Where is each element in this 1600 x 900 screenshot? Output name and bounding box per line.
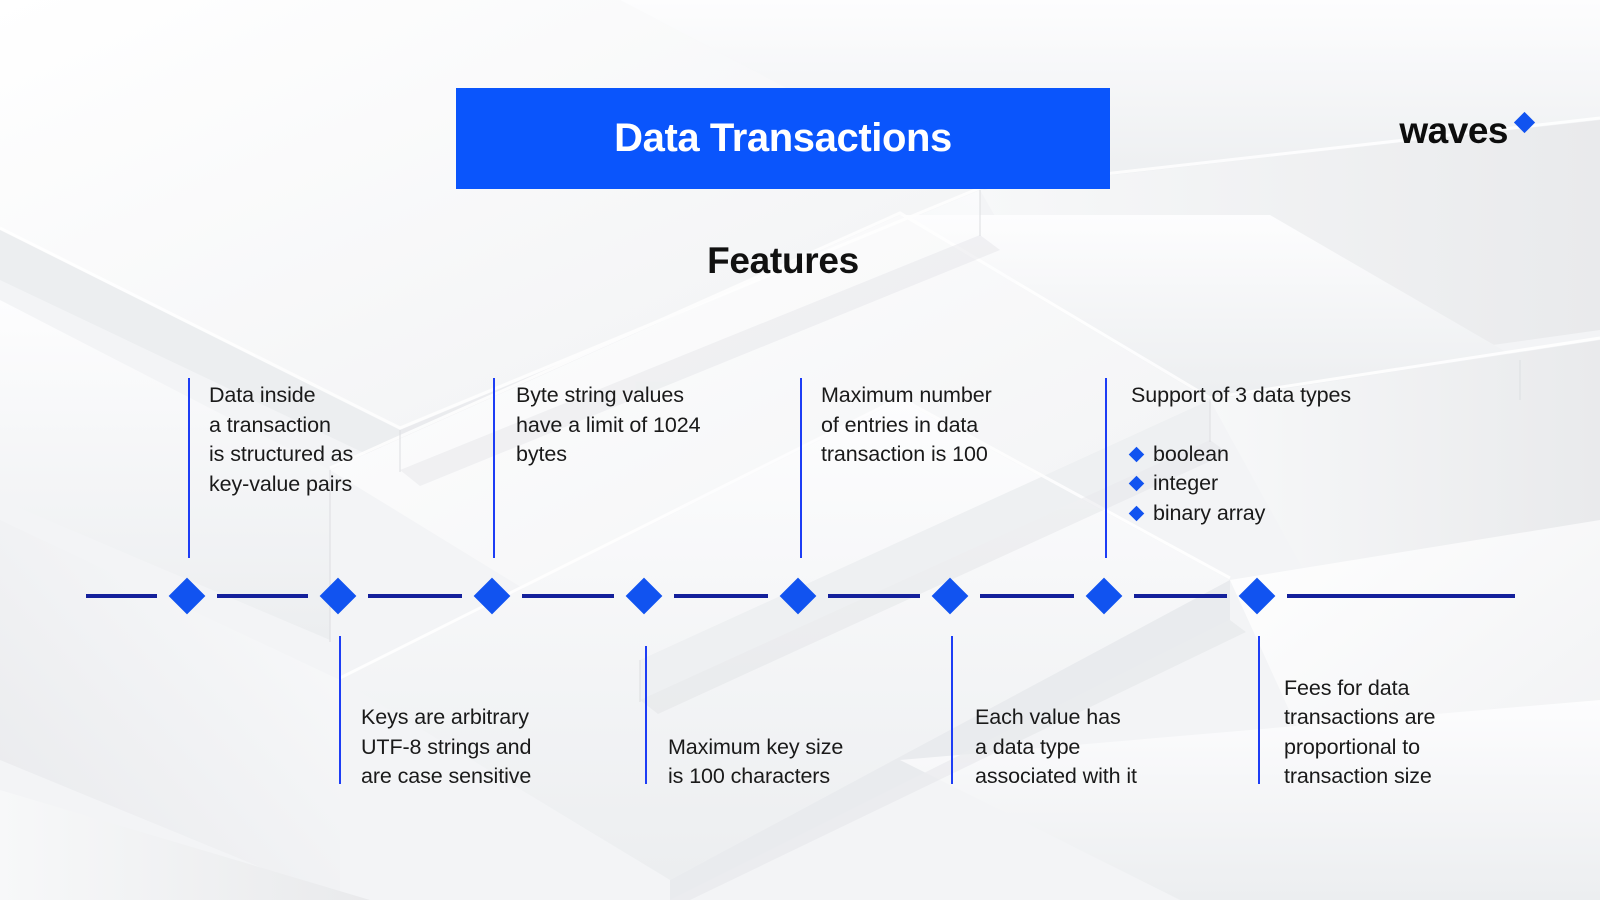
callout-max-entries: Maximum number of entries in data transact… bbox=[821, 381, 992, 470]
timeline-axis-segment bbox=[980, 594, 1074, 598]
timeline-node-diamond-icon[interactable] bbox=[319, 577, 357, 615]
callout-text-line: associated with it bbox=[975, 764, 1137, 789]
callout-text-line: Keys are arbitrary bbox=[361, 705, 529, 730]
bullet-label: integer bbox=[1153, 471, 1219, 496]
callout-text-line: Maximum number bbox=[821, 383, 992, 407]
callout-text-line: is 100 characters bbox=[668, 764, 831, 789]
callout-text-line: Fees for data bbox=[1284, 675, 1410, 700]
timeline-node-diamond-icon[interactable] bbox=[1085, 577, 1123, 615]
timeline-axis-segment bbox=[674, 594, 768, 598]
callout-connector-line bbox=[1258, 636, 1260, 784]
brand-logo: waves bbox=[1399, 110, 1536, 151]
callout-byte-string-limit: Byte string values have a limit of 1024 by… bbox=[516, 381, 701, 470]
callout-text-line: Support of 3 data types bbox=[1131, 383, 1352, 407]
callout-connector-line bbox=[951, 636, 953, 784]
logo-wordmark: waves bbox=[1399, 110, 1508, 151]
callout-data-types: Support of 3 data types boolean integer bin… bbox=[1128, 381, 1352, 529]
timeline-node-diamond-icon[interactable] bbox=[168, 577, 206, 615]
callout-text-line: are case sensitive bbox=[361, 764, 532, 789]
timeline-node-diamond-icon[interactable] bbox=[779, 577, 817, 615]
timeline-axis-segment bbox=[217, 594, 308, 598]
timeline-axis-segment bbox=[1287, 594, 1515, 598]
callout-text-line: Byte string values bbox=[516, 383, 684, 407]
callout-text-line: key-value pairs bbox=[209, 471, 353, 496]
timeline-axis-segment bbox=[1134, 594, 1227, 598]
callout-text-line: Data inside bbox=[209, 383, 316, 407]
page-title: Data Transactions bbox=[614, 116, 952, 160]
callout-text-line: a transaction bbox=[209, 412, 331, 437]
callout-text-line: proportional to bbox=[1284, 734, 1420, 759]
callout-text-line: transaction size bbox=[1284, 764, 1432, 789]
callout-text-line: Each value has bbox=[975, 705, 1121, 730]
callout-connector-line bbox=[188, 378, 190, 558]
callout-connector-line bbox=[493, 378, 495, 558]
section-heading: Features bbox=[707, 240, 859, 281]
bullet-diamond-icon bbox=[1128, 476, 1145, 492]
timeline-node-diamond-icon[interactable] bbox=[473, 577, 511, 615]
callout-text-line: a data type bbox=[975, 734, 1081, 759]
timeline-axis-segment bbox=[828, 594, 920, 598]
callout-max-key-size: Maximum key size is 100 characters bbox=[668, 733, 843, 792]
callout-connector-line bbox=[645, 646, 647, 784]
timeline-node-diamond-icon[interactable] bbox=[931, 577, 969, 615]
callout-text-line: of entries in data bbox=[821, 412, 979, 437]
timeline-node-diamond-icon[interactable] bbox=[1238, 577, 1276, 615]
title-banner: Data Transactions bbox=[456, 88, 1110, 189]
timeline-axis-segment bbox=[522, 594, 614, 598]
callout-text-line: UTF-8 strings and bbox=[361, 734, 532, 759]
callout-connector-line bbox=[800, 378, 802, 558]
callout-connector-line bbox=[339, 636, 341, 784]
callout-bullet-list: boolean integer binary array bbox=[1128, 440, 1351, 529]
callout-data-structure: Data inside a transaction is structured as… bbox=[209, 381, 353, 499]
callout-text-line: transactions are bbox=[1284, 705, 1436, 730]
timeline-axis-segment bbox=[86, 594, 157, 598]
callout-fees: Fees for data transactions are proportiona… bbox=[1284, 674, 1435, 792]
callout-text-line: is structured as bbox=[209, 442, 354, 467]
bullet-diamond-icon bbox=[1128, 446, 1145, 463]
callout-connector-line bbox=[1105, 378, 1107, 558]
callout-text-line: bytes bbox=[516, 442, 567, 467]
callout-bullet-item: integer bbox=[1128, 469, 1351, 499]
bullet-label: boolean bbox=[1153, 441, 1229, 466]
timeline-node-diamond-icon[interactable] bbox=[625, 577, 663, 615]
timeline-axis-segment bbox=[368, 594, 462, 598]
bullet-label: binary array bbox=[1153, 500, 1266, 525]
callout-text-line: Maximum key size bbox=[668, 734, 844, 759]
bullet-diamond-icon bbox=[1128, 505, 1145, 522]
callout-bullet-item: binary array bbox=[1128, 499, 1351, 529]
callout-text-line: have a limit of 1024 bbox=[516, 412, 701, 437]
callout-text-line: transaction is 100 bbox=[821, 442, 988, 467]
callout-bullet-item: boolean bbox=[1128, 440, 1351, 470]
callout-value-data-type: Each value has a data type associated with… bbox=[975, 703, 1137, 792]
